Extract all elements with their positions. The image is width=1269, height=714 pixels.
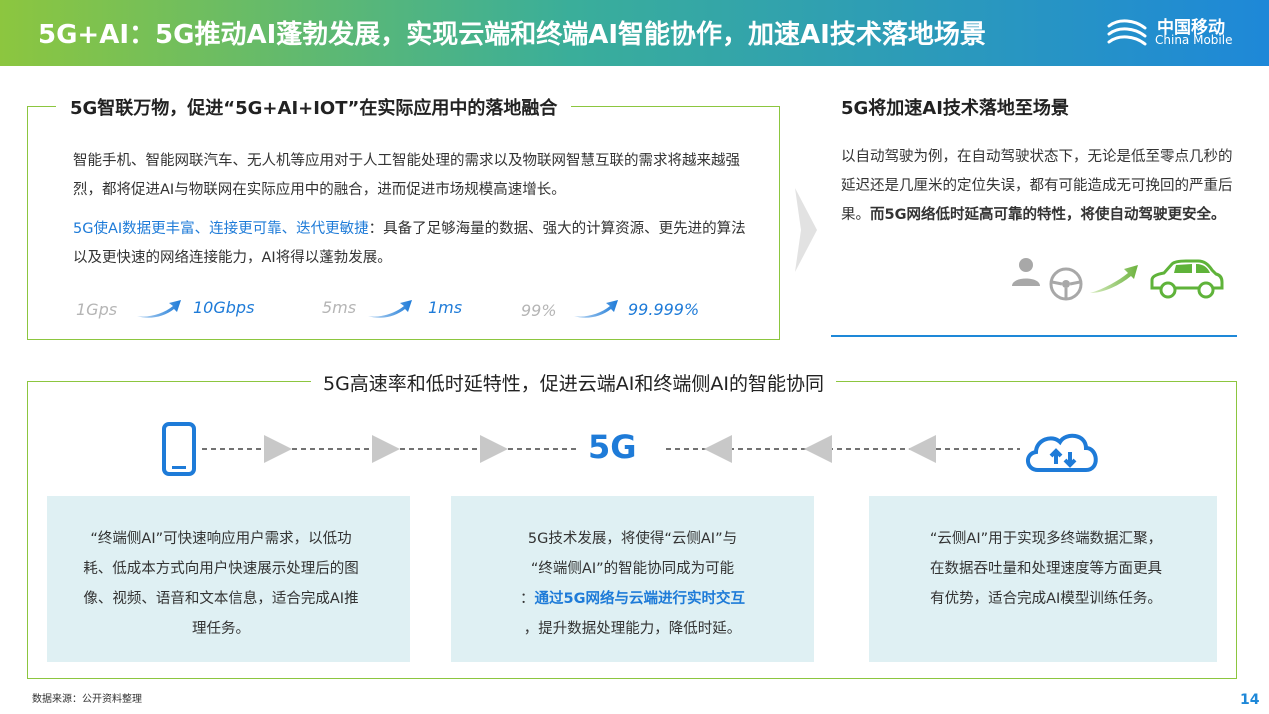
bottom-section-title: 5G高速率和低时延特性，促进云端AI和终端侧AI的智能协同: [311, 369, 837, 396]
steering-wheel-icon: [1049, 267, 1083, 301]
left-section-paragraph-1: 智能手机、智能网联汽车、无人机等应用对于人工智能处理的需求以及物联网智慧互联的需…: [73, 153, 740, 198]
collaboration-line-3-prefix: ：: [520, 591, 535, 607]
paragraph-2-highlight: 5G使AI数据更丰富、连接更可靠、迭代更敏捷: [73, 221, 369, 237]
page-title: 5G+AI：5G推动AI蓬勃发展，实现云端和终端AI智能协作，加速AI技术落地场…: [38, 20, 986, 50]
stat-latency-to: 1ms: [428, 298, 463, 317]
collaboration-line-2: “终端侧AI”的智能协同成为可能: [530, 561, 735, 577]
arrow-left-icon: [804, 435, 832, 463]
arrow-left-icon: [908, 435, 936, 463]
person-icon: [1012, 258, 1040, 286]
header-banner: [0, 0, 1269, 66]
stat-latency-from: 5ms: [322, 298, 357, 317]
stat-rate-to: 10Gbps: [193, 298, 255, 317]
center-5g-label: 5G: [588, 428, 637, 466]
terminal-ai-text: “终端侧AI”可快速响应用户需求，以低功耗、低成本方式向用户快速展示处理后的图像…: [83, 531, 359, 637]
arrow-right-icon: [372, 435, 400, 463]
terminal-ai-panel: [47, 496, 410, 662]
left-section-paragraph-2: 5G使AI数据更丰富、连接更可靠、迭代更敏捷：具备了足够海量的数据、强大的计算资…: [73, 215, 753, 273]
right-section-underline: [831, 335, 1237, 337]
stat-reliability-from: 99%: [521, 301, 557, 320]
collaboration-line-1: 5G技术发展，将使得“云侧AI”与: [527, 531, 738, 547]
collaboration-line-4: ，提升数据处理能力，降低时延。: [523, 621, 742, 637]
stat-rate-from: 1Gps: [76, 300, 118, 319]
arrow-right-icon: [264, 435, 292, 463]
car-icon: [1150, 259, 1224, 299]
right-text-plain: 以自动驾驶为例，在自动驾驶状态下，无论是低至零点几秒的延迟还是几厘米的定位失误，…: [841, 149, 1233, 223]
growth-arrow-icon: [574, 300, 618, 318]
growth-arrow-icon: [1090, 265, 1138, 293]
cloud-ai-panel: [869, 496, 1217, 662]
paragraph-2-rest: ：具备了足够海量的数据、强大的计算资源、更先进的算法以及更快速的网络连接能力，A…: [73, 221, 746, 266]
growth-arrow-icon: [137, 300, 181, 318]
chevron-right-icon: [795, 188, 817, 272]
logo-text-cn: 中国移动: [1157, 18, 1225, 38]
right-text-bold: 而5G网络低时延高可靠的特性，将使自动驾驶更安全。: [870, 207, 1226, 223]
flow-diagram: [162, 422, 1098, 476]
logo-text-en: China Mobile: [1155, 33, 1233, 47]
cloud-ai-text: “云侧AI”用于实现多终端数据汇聚，在数据吞吐量和处理速度等方面更具有优势，适合…: [929, 531, 1163, 607]
arrow-left-icon: [704, 435, 732, 463]
stat-reliability-to: 99.999%: [628, 300, 700, 319]
data-source-note: 数据来源：公开资料整理: [32, 694, 142, 705]
right-section-title: 5G将加速AI技术落地至场景: [841, 98, 1069, 119]
growth-arrow-icon: [368, 300, 412, 318]
collaboration-highlight: 通过5G网络与云端进行实时交互: [534, 591, 746, 607]
page-number: 14: [1240, 692, 1260, 708]
cloud-transfer-icon: [1026, 433, 1098, 472]
china-mobile-logo-icon: [1107, 19, 1147, 46]
left-section-title: 5G智联万物，促进“5G+AI+IOT”在实际应用中的落地融合: [56, 94, 572, 120]
collaboration-text: 5G技术发展，将使得“云侧AI”与 “终端侧AI”的智能协同成为可能 ：通过5G…: [460, 524, 805, 644]
right-section-text: 以自动驾驶为例，在自动驾驶状态下，无论是低至零点几秒的延迟还是几厘米的定位失误，…: [841, 143, 1236, 230]
smartphone-icon: [162, 422, 196, 476]
collaboration-panel: [451, 496, 814, 662]
arrow-right-icon: [480, 435, 508, 463]
collaboration-line-3: ：通过5G网络与云端进行实时交互: [460, 584, 805, 614]
